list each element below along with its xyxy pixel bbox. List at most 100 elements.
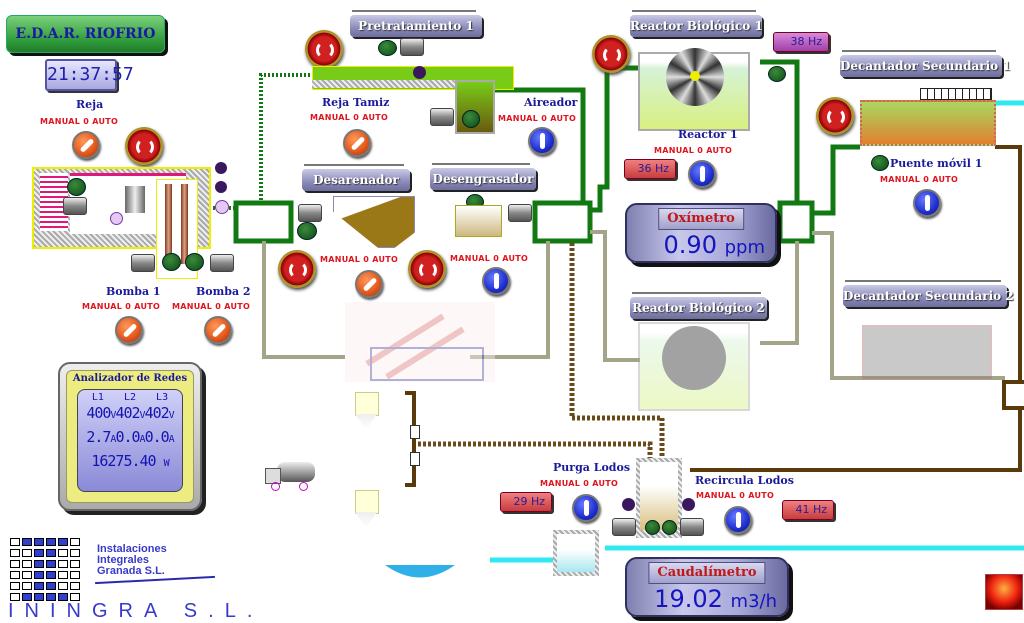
desengrasador-emergency-stop[interactable]: [408, 250, 446, 288]
voltage-l1: 400: [86, 404, 111, 422]
pipe-green-dotted: [259, 73, 312, 200]
power-value: 16275.40: [91, 452, 156, 470]
puente-movil-status-indicator: [871, 155, 889, 171]
reactor1-mode-label: MANUAL 0 AUTO: [654, 146, 733, 155]
pipe-green-decant1: [812, 144, 860, 216]
silo-1: [355, 392, 379, 416]
recircula-float-indicator: [682, 498, 695, 511]
recircula-motor-icon: [680, 518, 704, 536]
reja-label: Reja: [76, 98, 104, 111]
company-short-name: ININGRA S.L.: [8, 600, 264, 622]
purga-lodos-label: Purga Lodos: [553, 461, 631, 474]
reactor1-status-indicator: [768, 66, 786, 82]
reja-status-indicator: [67, 178, 86, 196]
network-analyzer-panel: Analizador de Redes L1 L2 L3 400V402V402…: [58, 362, 202, 511]
bomba1-label: Bomba 1: [106, 285, 161, 298]
junction-box-2: [532, 200, 593, 244]
float-indicator-2: [215, 181, 227, 193]
caudalimetro-title: Caudalímetro: [648, 562, 766, 584]
desarenador-motor-icon: [298, 204, 322, 222]
oximetro-title: Oxímetro: [658, 208, 744, 230]
tanker-truck-icon: [265, 462, 315, 491]
pipe-green-aireador: [488, 87, 586, 205]
phase-l1-label: L1: [91, 392, 104, 403]
reactor1-emergency-stop[interactable]: [592, 35, 630, 73]
puente-movil-mode-label: MANUAL 0 AUTO: [880, 175, 959, 184]
outlet-pool: [385, 565, 455, 578]
desarenador-emergency-stop[interactable]: [278, 250, 316, 288]
pretratamiento-emergency-stop[interactable]: [305, 30, 343, 68]
pipe-grey-decant2: [812, 231, 1005, 380]
valve-icon-1[interactable]: [410, 425, 420, 439]
purga-lodos-mode-label: MANUAL 0 AUTO: [540, 479, 619, 488]
pipe-green-reactor1-out: [760, 59, 800, 205]
decantador1-emergency-stop[interactable]: [816, 97, 854, 135]
sludge-pump-well: [636, 458, 682, 538]
pipe-grey-right: [470, 241, 550, 359]
bomba2-label: Bomba 2: [196, 285, 251, 298]
bomba2-status-indicator: [185, 253, 204, 271]
reactor1-header: Reactor Biológico 1: [630, 10, 763, 37]
power-unit: W: [163, 458, 170, 469]
reja-mode-switch[interactable]: [72, 131, 100, 159]
current-unit: A: [168, 434, 175, 445]
recircula-lodos-mode-switch[interactable]: [724, 506, 752, 534]
junction-box-4: [1002, 380, 1024, 410]
channel-wall: [312, 80, 462, 88]
bomba1-mode-switch[interactable]: [115, 316, 143, 344]
reja-tamiz-mode-switch[interactable]: [343, 129, 371, 157]
junction-box-3: [777, 200, 815, 244]
aireador-status-indicator: [462, 110, 480, 128]
pipe-grey-left: [262, 241, 345, 359]
decantador2-tank: [862, 325, 992, 379]
pipe-green-reactor1: [590, 65, 640, 213]
oximetro-value: 0.90: [663, 231, 717, 259]
purga-float-indicator: [622, 498, 635, 511]
aireador-motor-icon: [430, 108, 454, 126]
reja-tamiz-motor-icon: [400, 38, 424, 56]
decantador2-header: Decantador Secundario 2: [843, 280, 1014, 307]
reja-emergency-stop[interactable]: [125, 127, 163, 165]
current-l3: 0.0: [144, 428, 170, 446]
reja-tamiz-mode-label: MANUAL 0 AUTO: [310, 113, 389, 122]
purga-lodos-mode-switch[interactable]: [572, 494, 600, 522]
aireador-mode-switch[interactable]: [528, 127, 556, 155]
desarenador-mode-switch[interactable]: [355, 270, 383, 298]
reja-tamiz-label: Reja Tamiz: [322, 96, 390, 109]
pipe-brown-return: [690, 408, 1022, 472]
container-icon: [125, 186, 145, 213]
current-unit: A: [110, 434, 116, 445]
reja-mode-label: MANUAL 0 AUTO: [40, 117, 119, 126]
sludge-dewatering-unit: [345, 302, 495, 382]
desengrasador-motor-icon: [508, 204, 532, 222]
desengrasador-header: Desengrasador: [430, 163, 536, 190]
current-unit: A: [139, 434, 146, 445]
desengrasador-mode-label: MANUAL 0 AUTO: [450, 254, 529, 263]
reactor2-tank: [638, 322, 750, 411]
reactor1-frequency: 36 Hz: [624, 159, 676, 179]
valve-icon-2[interactable]: [410, 452, 420, 466]
analyzer-title: Analizador de Redes: [72, 373, 188, 384]
desengrasador-mode-switch[interactable]: [482, 267, 510, 295]
bomba2-mode-switch[interactable]: [204, 316, 232, 344]
reactor1-mode-switch[interactable]: [688, 160, 716, 188]
decantador1-tank: [860, 88, 996, 146]
company-line-1: Instalaciones: [97, 543, 167, 555]
reactor2-rotor-icon: [662, 326, 726, 390]
desarenador-status-indicator: [297, 222, 317, 240]
puente-movil-mode-switch[interactable]: [913, 189, 941, 217]
alarm-beacon-icon[interactable]: [985, 574, 1023, 610]
pipe-sludge-vertical: [569, 243, 665, 465]
company-line-3: Granada S.L.: [97, 565, 165, 577]
pipe-brown-silo: [405, 391, 416, 487]
purga-motor-icon: [612, 518, 636, 536]
company-line-2: Integrales: [97, 554, 149, 566]
reactor2-header: Reactor Biológico 2: [630, 292, 767, 319]
voltage-unit: V: [168, 410, 175, 421]
caudalimetro-value: 19.02: [654, 585, 723, 613]
purga-lodos-frequency: 29 Hz: [500, 492, 552, 512]
voltage-unit: V: [139, 410, 146, 421]
caudalimetro-unit: m3/h: [730, 591, 777, 612]
desarenador-mode-label: MANUAL 0 AUTO: [320, 255, 399, 264]
